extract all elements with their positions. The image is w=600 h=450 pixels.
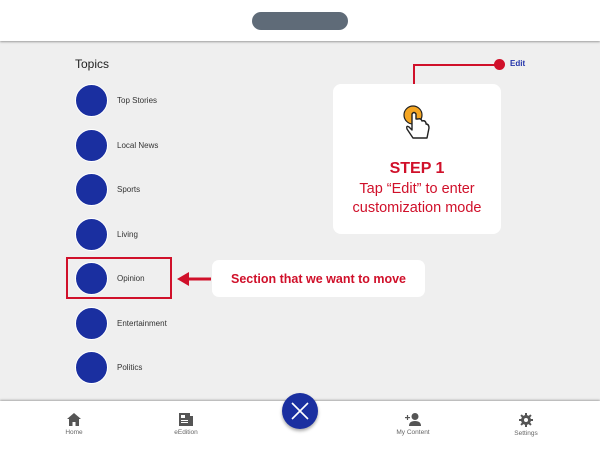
topic-icon (75, 218, 108, 251)
top-bar (0, 0, 600, 41)
nav-my-content[interactable]: My Content (383, 413, 443, 436)
topic-icon (75, 129, 108, 162)
nav-label: Home (65, 429, 83, 436)
step-card: STEP 1 Tap “Edit” to enter customization… (333, 84, 501, 234)
topic-item-local-news[interactable]: Local News (75, 129, 158, 162)
topic-icon (75, 173, 108, 206)
gear-icon (519, 413, 533, 427)
topic-item-top-stories[interactable]: Top Stories (75, 84, 157, 117)
topic-icon (75, 351, 108, 384)
newspaper-icon (179, 413, 193, 426)
nav-label: Settings (514, 430, 538, 437)
pointer-dot (494, 59, 505, 70)
tap-hand-icon (403, 104, 433, 149)
nav-label: My Content (396, 429, 430, 436)
close-icon (291, 402, 309, 420)
topic-label: Politics (117, 363, 143, 372)
drag-handle[interactable] (252, 12, 348, 30)
home-icon (67, 413, 81, 426)
topic-icon (75, 84, 108, 117)
topic-item-politics[interactable]: Politics (75, 351, 142, 384)
topic-label: Opinion (117, 274, 145, 283)
page-title: Topics (75, 57, 110, 71)
topic-label: Top Stories (117, 96, 158, 105)
connector-line (413, 64, 499, 66)
nav-settings[interactable]: Settings (496, 413, 556, 437)
nav-eedition[interactable]: eEdition (156, 413, 216, 436)
add-person-icon (405, 413, 421, 426)
step-text: Tap “Edit” to enter customization mode (352, 181, 482, 216)
topic-item-sports[interactable]: Sports (75, 173, 140, 206)
nav-label: eEdition (174, 429, 198, 436)
step-title: STEP 1 (389, 160, 445, 177)
topic-label: Entertainment (117, 319, 167, 328)
callout-label: Section that we want to move (212, 260, 425, 297)
close-fab-button[interactable] (282, 393, 318, 429)
nav-home[interactable]: Home (44, 413, 104, 436)
topic-label: Living (117, 230, 138, 239)
arrow-left-icon (177, 270, 211, 293)
topic-item-entertainment[interactable]: Entertainment (75, 307, 167, 340)
edit-button[interactable]: Edit (510, 59, 526, 68)
highlight-box (66, 257, 172, 299)
topic-label: Local News (117, 141, 159, 150)
topic-item-living[interactable]: Living (75, 218, 138, 251)
topic-icon (75, 262, 108, 295)
topic-item-opinion[interactable]: Opinion (75, 262, 145, 295)
topic-icon (75, 307, 108, 340)
topic-label: Sports (117, 185, 141, 194)
